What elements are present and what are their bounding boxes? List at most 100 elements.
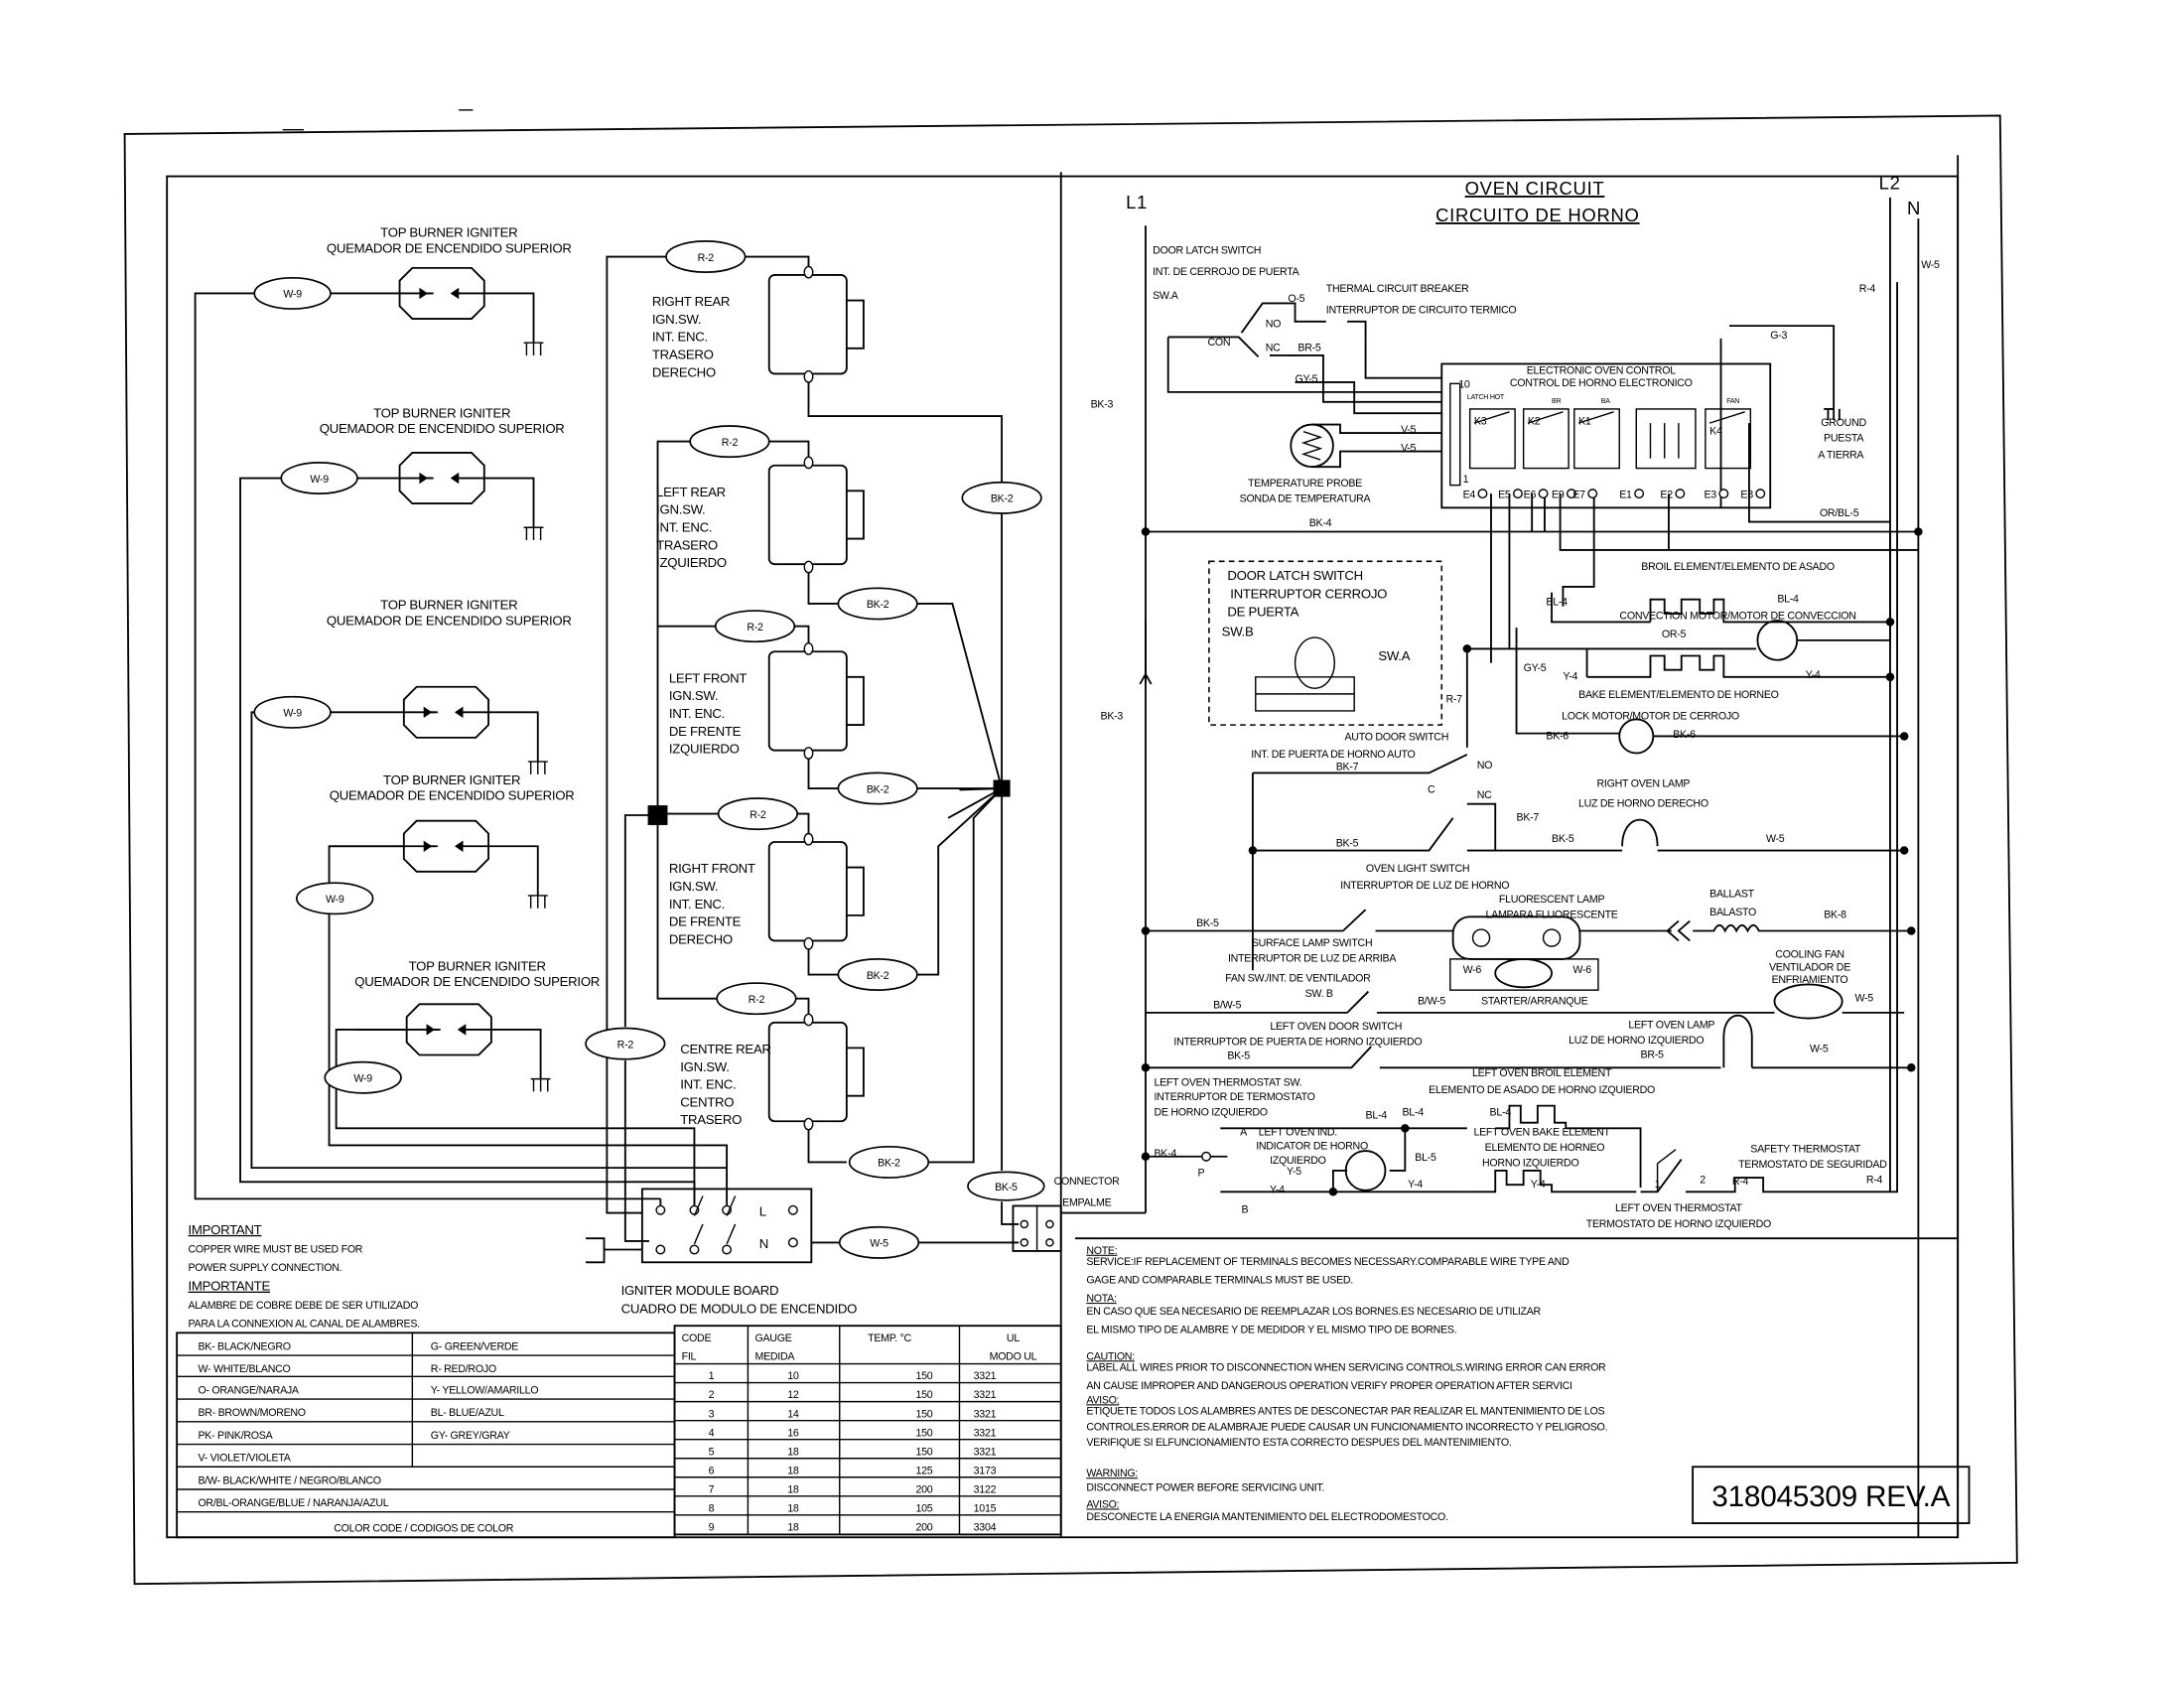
color-code-entry: Y- YELLOW/AMARILLO: [431, 1384, 538, 1396]
label: OVEN LIGHT SWITCH: [1366, 863, 1469, 875]
wire-label: W-6: [1463, 964, 1482, 976]
label: 1: [1655, 1179, 1661, 1191]
table-header: GAUGE: [755, 1333, 792, 1344]
igniter-octagon: [402, 819, 489, 873]
relay-label: K2: [1528, 416, 1541, 428]
table-cell: 3: [709, 1408, 715, 1420]
wire-label: BK-5: [995, 1182, 1018, 1193]
table-cell: 18: [787, 1446, 799, 1458]
connector[interactable]: BK-5: [967, 1171, 1062, 1252]
color-code-entry: BL- BLUE/AZUL: [431, 1407, 504, 1419]
oven-wiring: [1060, 197, 1923, 1538]
color-code-entry: V- VIOLET/VIOLETA: [198, 1453, 291, 1465]
part-number-box: 318045309 REV.A: [1692, 1466, 1971, 1524]
label: COOLING FAN: [1775, 948, 1844, 960]
label: BROIL ELEMENT/ELEMENTO DE ASADO: [1641, 561, 1835, 573]
wire-label: BK-3: [1091, 399, 1114, 411]
label: ENFRIAMIENTO: [1772, 974, 1848, 986]
important-block: IMPORTANT COPPER WIRE MUST BE USED FOR P…: [189, 1222, 421, 1331]
label: DE PUERTA: [1227, 605, 1298, 620]
label: DE HORNO IZQUIERDO: [1154, 1107, 1267, 1119]
igniter-subtitle: QUEMADOR DE ENCENDIDO SUPERIOR: [330, 787, 575, 802]
table-cell: 3304: [974, 1521, 997, 1533]
wire-label: W-9: [283, 289, 302, 301]
part-number: 318045309 REV.A: [1711, 1480, 1950, 1513]
feed-wire-oval: R-2: [585, 1027, 666, 1060]
switch-body: [767, 841, 848, 942]
label: P: [1198, 1168, 1205, 1180]
note-line: SERVICE:IF REPLACEMENT OF TERMINALS BECO…: [1086, 1256, 1570, 1268]
table-cell: 150: [916, 1370, 933, 1382]
terminal-label: E8: [1740, 489, 1753, 500]
table-cell: 9: [709, 1521, 715, 1533]
wire-label: BK-5: [1196, 917, 1219, 929]
igniter-octagon: [398, 266, 485, 320]
wire-label: BR-5: [1297, 343, 1320, 354]
table-header: MODO UL: [990, 1350, 1037, 1362]
table-header: CODE: [682, 1333, 712, 1344]
label: DOOR LATCH SWITCH: [1227, 568, 1363, 583]
table-cell: 3321: [974, 1370, 997, 1382]
wire-label: BL-4: [1366, 1109, 1388, 1121]
switch-label-line: IGN.SW.: [652, 312, 701, 327]
label: LEFT OVEN THERMOSTAT: [1615, 1202, 1743, 1214]
igniter-module-board[interactable]: L N: [640, 1188, 813, 1264]
label: NO: [1266, 319, 1281, 331]
note-line: VERIFIQUE SI ELFUNCIONAMIENTO ESTA CORRE…: [1086, 1437, 1511, 1449]
table-cell: 2: [709, 1389, 715, 1401]
important-title-es: IMPORTANTE: [189, 1279, 271, 1294]
label: LEFT OVEN THERMOSTAT SW.: [1154, 1077, 1301, 1089]
switch-label-line: IZQUIERDO: [656, 555, 727, 570]
label: BALLAST: [1709, 888, 1755, 900]
table-cell: 150: [916, 1408, 933, 1420]
label: NC: [1477, 789, 1492, 801]
wire-oval: W-9: [253, 276, 332, 310]
oven-circuit-title-es: CIRCUITO DE HORNO: [1435, 205, 1639, 225]
wire-label: BL-4: [1777, 594, 1799, 606]
label: ELEMENTO DE ASADO DE HORNO IZQUIERDO: [1429, 1084, 1655, 1096]
color-code-entry: B/W- BLACK/WHITE / NEGRO/BLANCO: [198, 1474, 380, 1486]
label: LEFT OVEN BAKE ELEMENT: [1473, 1126, 1610, 1138]
switch-label-line: LEFT REAR: [656, 485, 726, 499]
module-title: IGNITER MODULE BOARD: [621, 1283, 779, 1298]
wire-label: BL-4: [1546, 596, 1568, 608]
wire-label: BK-5: [1336, 837, 1359, 849]
wire-label: W-6: [1572, 964, 1591, 976]
switch-body: [767, 1021, 848, 1123]
table-cell: 3321: [974, 1408, 997, 1420]
label: 2: [1700, 1175, 1706, 1187]
table-cell: 150: [916, 1427, 933, 1439]
wire-label: R-7: [1446, 693, 1463, 705]
wire-label: G-3: [1770, 330, 1787, 342]
wire-label: R-2: [617, 1039, 634, 1051]
label: AUTO DOOR SWITCH: [1345, 732, 1449, 744]
relay-label: K4: [1709, 425, 1722, 437]
label: ELECTRONIC OVEN CONTROL: [1527, 364, 1677, 376]
eoc-terminal: E6: [1524, 489, 1549, 500]
wire-label: Y-5: [1287, 1166, 1301, 1178]
wire-label: R-4: [1866, 1175, 1883, 1187]
switch-body: [767, 464, 848, 566]
important-title: IMPORTANT: [189, 1222, 262, 1237]
eoc-terminal: E7: [1572, 489, 1598, 500]
igniter-subtitle: QUEMADOR DE ENCENDIDO SUPERIOR: [327, 240, 572, 255]
table-cell: 200: [916, 1521, 933, 1533]
wire-oval: W-9: [253, 695, 332, 729]
note-heading: AVISO:: [1086, 1498, 1119, 1510]
table-cell: 3321: [974, 1389, 997, 1401]
table-cell: 3173: [974, 1465, 997, 1476]
l1-label: L1: [1126, 192, 1148, 212]
label: LEFT OVEN BROIL ELEMENT: [1472, 1067, 1612, 1079]
label: INTERRUPTOR DE LUZ DE ARRIBA: [1228, 953, 1397, 965]
table-cell: 4: [709, 1427, 715, 1439]
